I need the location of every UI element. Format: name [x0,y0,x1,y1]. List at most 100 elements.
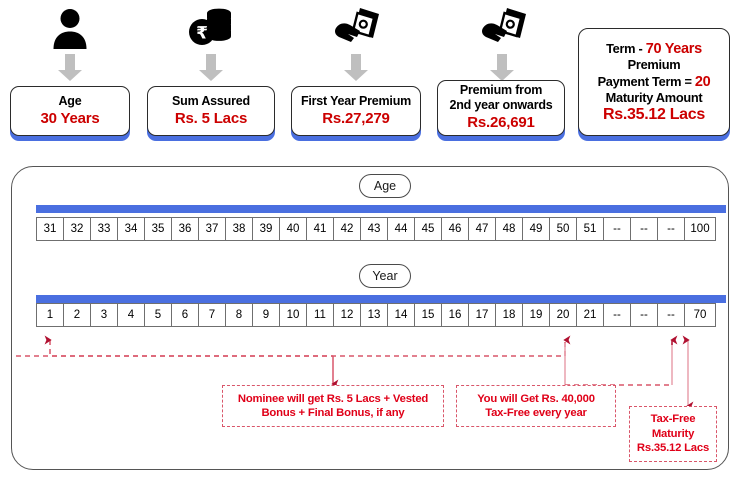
year-cell: 16 [441,303,469,327]
annual-payout-callout-line2: Tax-Free every year [485,407,587,419]
year-cell: 17 [468,303,496,327]
rupee-coins-icon: ₹ [186,4,236,52]
age-cell: 100 [684,217,716,241]
summary-cards-row: ₹ [0,0,740,152]
summary-term-line: Term - 70 Years [606,41,702,58]
year-cell: 9 [252,303,280,327]
age-cell: 45 [414,217,442,241]
year-pill-label: Year [359,264,411,288]
summary-payment-term-value: 20 [694,73,711,90]
year-cell: 1 [36,303,64,327]
age-cell: -- [603,217,631,241]
card-sum-assured[interactable]: Sum Assured Rs. 5 Lacs [147,86,275,136]
card-recurring-premium-label2: 2nd year onwards [449,98,553,112]
summary-payment-term-line: Payment Term = 20 [598,74,711,91]
year-cell: 13 [360,303,388,327]
age-cell: 31 [36,217,64,241]
person-icon [45,4,95,52]
year-cell: 18 [495,303,523,327]
maturity-callout-line1: Tax-Free [650,413,696,426]
age-cell: 41 [306,217,334,241]
age-cell: 32 [63,217,91,241]
card-age[interactable]: Age 30 Years [10,86,130,136]
age-cell: 51 [576,217,604,241]
year-row-blue-bar [36,295,726,303]
card-first-year-premium-value: Rs.27,279 [322,109,390,127]
age-cell: 50 [549,217,577,241]
card-recurring-premium[interactable]: Premium from 2nd year onwards Rs.26,691 [437,80,565,136]
nominee-callout-line1: Nominee will get Rs. 5 Lacs + Vested [237,392,429,405]
year-cell: 11 [306,303,334,327]
annual-payout-callout: You will Get Rs. 40,000 Tax-Free every y… [456,385,616,427]
year-cell: 4 [117,303,145,327]
age-cell: 42 [333,217,361,241]
age-cell: -- [657,217,685,241]
year-cell: 21 [576,303,604,327]
summary-term-value: 70 Years [645,40,703,57]
year-cell: -- [603,303,631,327]
card-first-year-premium[interactable]: First Year Premium Rs.27,279 [291,86,421,136]
year-cell: 15 [414,303,442,327]
year-cell: 12 [333,303,361,327]
year-cell: 8 [225,303,253,327]
card-sum-assured-label: Sum Assured [172,93,250,108]
down-arrow-icon [58,54,82,81]
age-cell: 33 [90,217,118,241]
year-cell: 7 [198,303,226,327]
summary-term-label: Term - [606,40,646,56]
down-arrow-icon [490,54,514,81]
year-cell: 5 [144,303,172,327]
year-cell: -- [657,303,685,327]
age-cell: 48 [495,217,523,241]
maturity-callout-line3: Rs.35.12 Lacs [636,442,710,455]
svg-text:₹: ₹ [196,24,208,44]
annual-payout-callout-line1: You will Get Rs. 40,000 [477,392,595,405]
summary-maturity-value: Rs.35.12 Lacs [603,105,705,123]
card-age-value: 30 Years [40,109,100,127]
age-cell: 36 [171,217,199,241]
year-cell: 70 [684,303,716,327]
hand-cash-icon [333,4,383,52]
maturity-callout: Tax-Free Maturity Rs.35.12 Lacs [629,406,717,462]
card-term-summary[interactable]: Term - 70 Years Premium Payment Term = 2… [578,28,730,136]
summary-premium-label: Premium [627,57,681,73]
card-recurring-premium-value: Rs.26,691 [467,114,535,131]
age-cell: 47 [468,217,496,241]
nominee-callout: Nominee will get Rs. 5 Lacs + Vested Bon… [222,385,444,427]
summary-payment-term-label: Payment Term = [597,73,695,89]
down-arrow-icon [344,54,368,81]
age-cell: 49 [522,217,550,241]
age-cell: 44 [387,217,415,241]
year-cell: 2 [63,303,91,327]
card-sum-assured-value: Rs. 5 Lacs [174,109,248,127]
age-pill-label: Age [359,174,411,198]
age-cell: 38 [225,217,253,241]
year-cell: 10 [279,303,307,327]
card-age-label: Age [58,93,82,108]
card-recurring-premium-label: Premium from [459,83,543,97]
age-cell: 40 [279,217,307,241]
year-cell: 14 [387,303,415,327]
age-cell: -- [630,217,658,241]
age-cell: 46 [441,217,469,241]
age-cell: 39 [252,217,280,241]
age-cell: 35 [144,217,172,241]
hand-cash-icon [480,4,530,52]
card-first-year-premium-label: First Year Premium [300,93,412,108]
year-cell: 3 [90,303,118,327]
summary-maturity-label: Maturity Amount [605,90,703,106]
age-cell: 37 [198,217,226,241]
year-cell: 20 [549,303,577,327]
year-cell: 19 [522,303,550,327]
age-row-blue-bar [36,205,726,213]
year-cell: -- [630,303,658,327]
age-cell: 34 [117,217,145,241]
year-cell: 6 [171,303,199,327]
down-arrow-icon [199,54,223,81]
age-cell: 43 [360,217,388,241]
maturity-callout-line2: Maturity [651,427,695,440]
nominee-callout-line2: Bonus + Final Bonus, if any [261,407,405,419]
